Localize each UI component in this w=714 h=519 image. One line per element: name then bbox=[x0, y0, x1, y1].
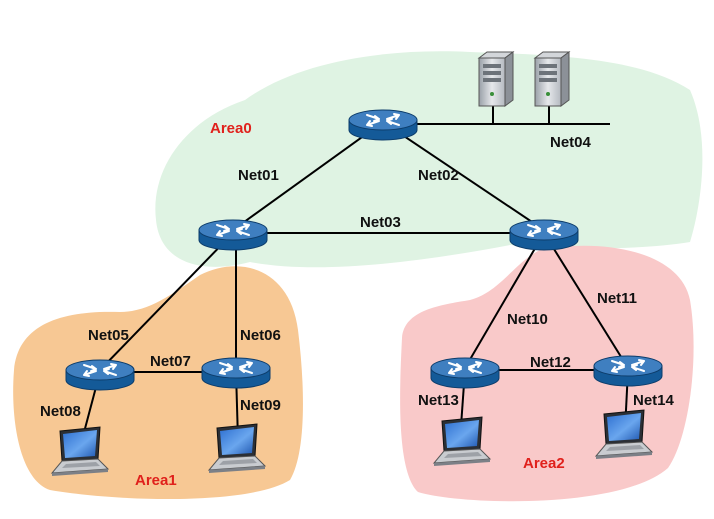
router-icon bbox=[65, 359, 135, 391]
net01-label: Net01 bbox=[238, 167, 279, 184]
area1-label: Area1 bbox=[135, 472, 177, 489]
net13-label: Net13 bbox=[418, 392, 459, 409]
link-net11 bbox=[543, 232, 629, 369]
net11-label: Net11 bbox=[597, 290, 637, 307]
net14-label: Net14 bbox=[633, 392, 675, 409]
router-icon bbox=[509, 219, 579, 251]
area2-label: Area2 bbox=[523, 455, 565, 472]
server-icon bbox=[477, 51, 515, 107]
net08-label: Net08 bbox=[40, 403, 81, 420]
router-icon bbox=[198, 219, 268, 251]
laptop-icon bbox=[207, 423, 267, 473]
net07-label: Net07 bbox=[150, 353, 191, 370]
server-icon bbox=[533, 51, 571, 107]
net06-label: Net06 bbox=[240, 327, 281, 344]
laptop-icon bbox=[594, 409, 654, 459]
net09-label: Net09 bbox=[240, 397, 281, 414]
net02-label: Net02 bbox=[418, 167, 459, 184]
router-icon bbox=[593, 355, 663, 387]
area0-region bbox=[155, 51, 703, 268]
laptop-icon bbox=[50, 426, 110, 476]
net05-label: Net05 bbox=[88, 327, 129, 344]
router-icon bbox=[201, 357, 271, 389]
router-icon bbox=[348, 109, 418, 141]
net03-label: Net03 bbox=[360, 214, 401, 231]
net12-label: Net12 bbox=[530, 354, 571, 371]
net10-label: Net10 bbox=[507, 311, 548, 328]
link-net02 bbox=[382, 121, 545, 231]
link-net01 bbox=[232, 121, 384, 231]
laptop-icon bbox=[432, 416, 492, 466]
link-net10 bbox=[464, 232, 545, 369]
area0-label: Area0 bbox=[210, 120, 252, 137]
router-icon bbox=[430, 357, 500, 389]
net04-label: Net04 bbox=[550, 134, 592, 151]
link-net05 bbox=[99, 232, 234, 371]
